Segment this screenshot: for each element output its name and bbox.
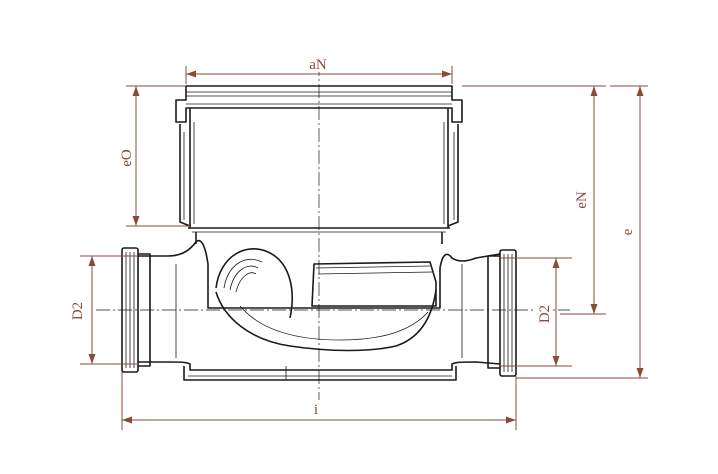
top-rim — [175, 85, 463, 123]
dimension-aN: aN — [185, 56, 453, 84]
label-i: i — [314, 402, 318, 418]
label-D2-left: D2 — [70, 302, 86, 320]
dimension-D2-right: D2 — [500, 257, 572, 367]
dimension-e: e — [516, 85, 648, 379]
center-lines — [96, 62, 570, 400]
dimension-eN: eN — [462, 85, 606, 315]
label-D2-right: D2 — [537, 305, 553, 323]
label-e: e — [620, 228, 636, 235]
dimensions: aN eO eN e — [70, 56, 648, 430]
dimension-eO: eO — [119, 85, 190, 227]
label-eO: eO — [119, 149, 135, 167]
main-pipe — [138, 239, 501, 381]
dimension-D2-left: D2 — [70, 255, 138, 365]
internal-channel — [215, 248, 437, 352]
right-socket — [487, 249, 517, 377]
label-aN: aN — [309, 57, 327, 73]
label-eN: eN — [574, 191, 590, 209]
dimension-i: i — [121, 372, 517, 430]
